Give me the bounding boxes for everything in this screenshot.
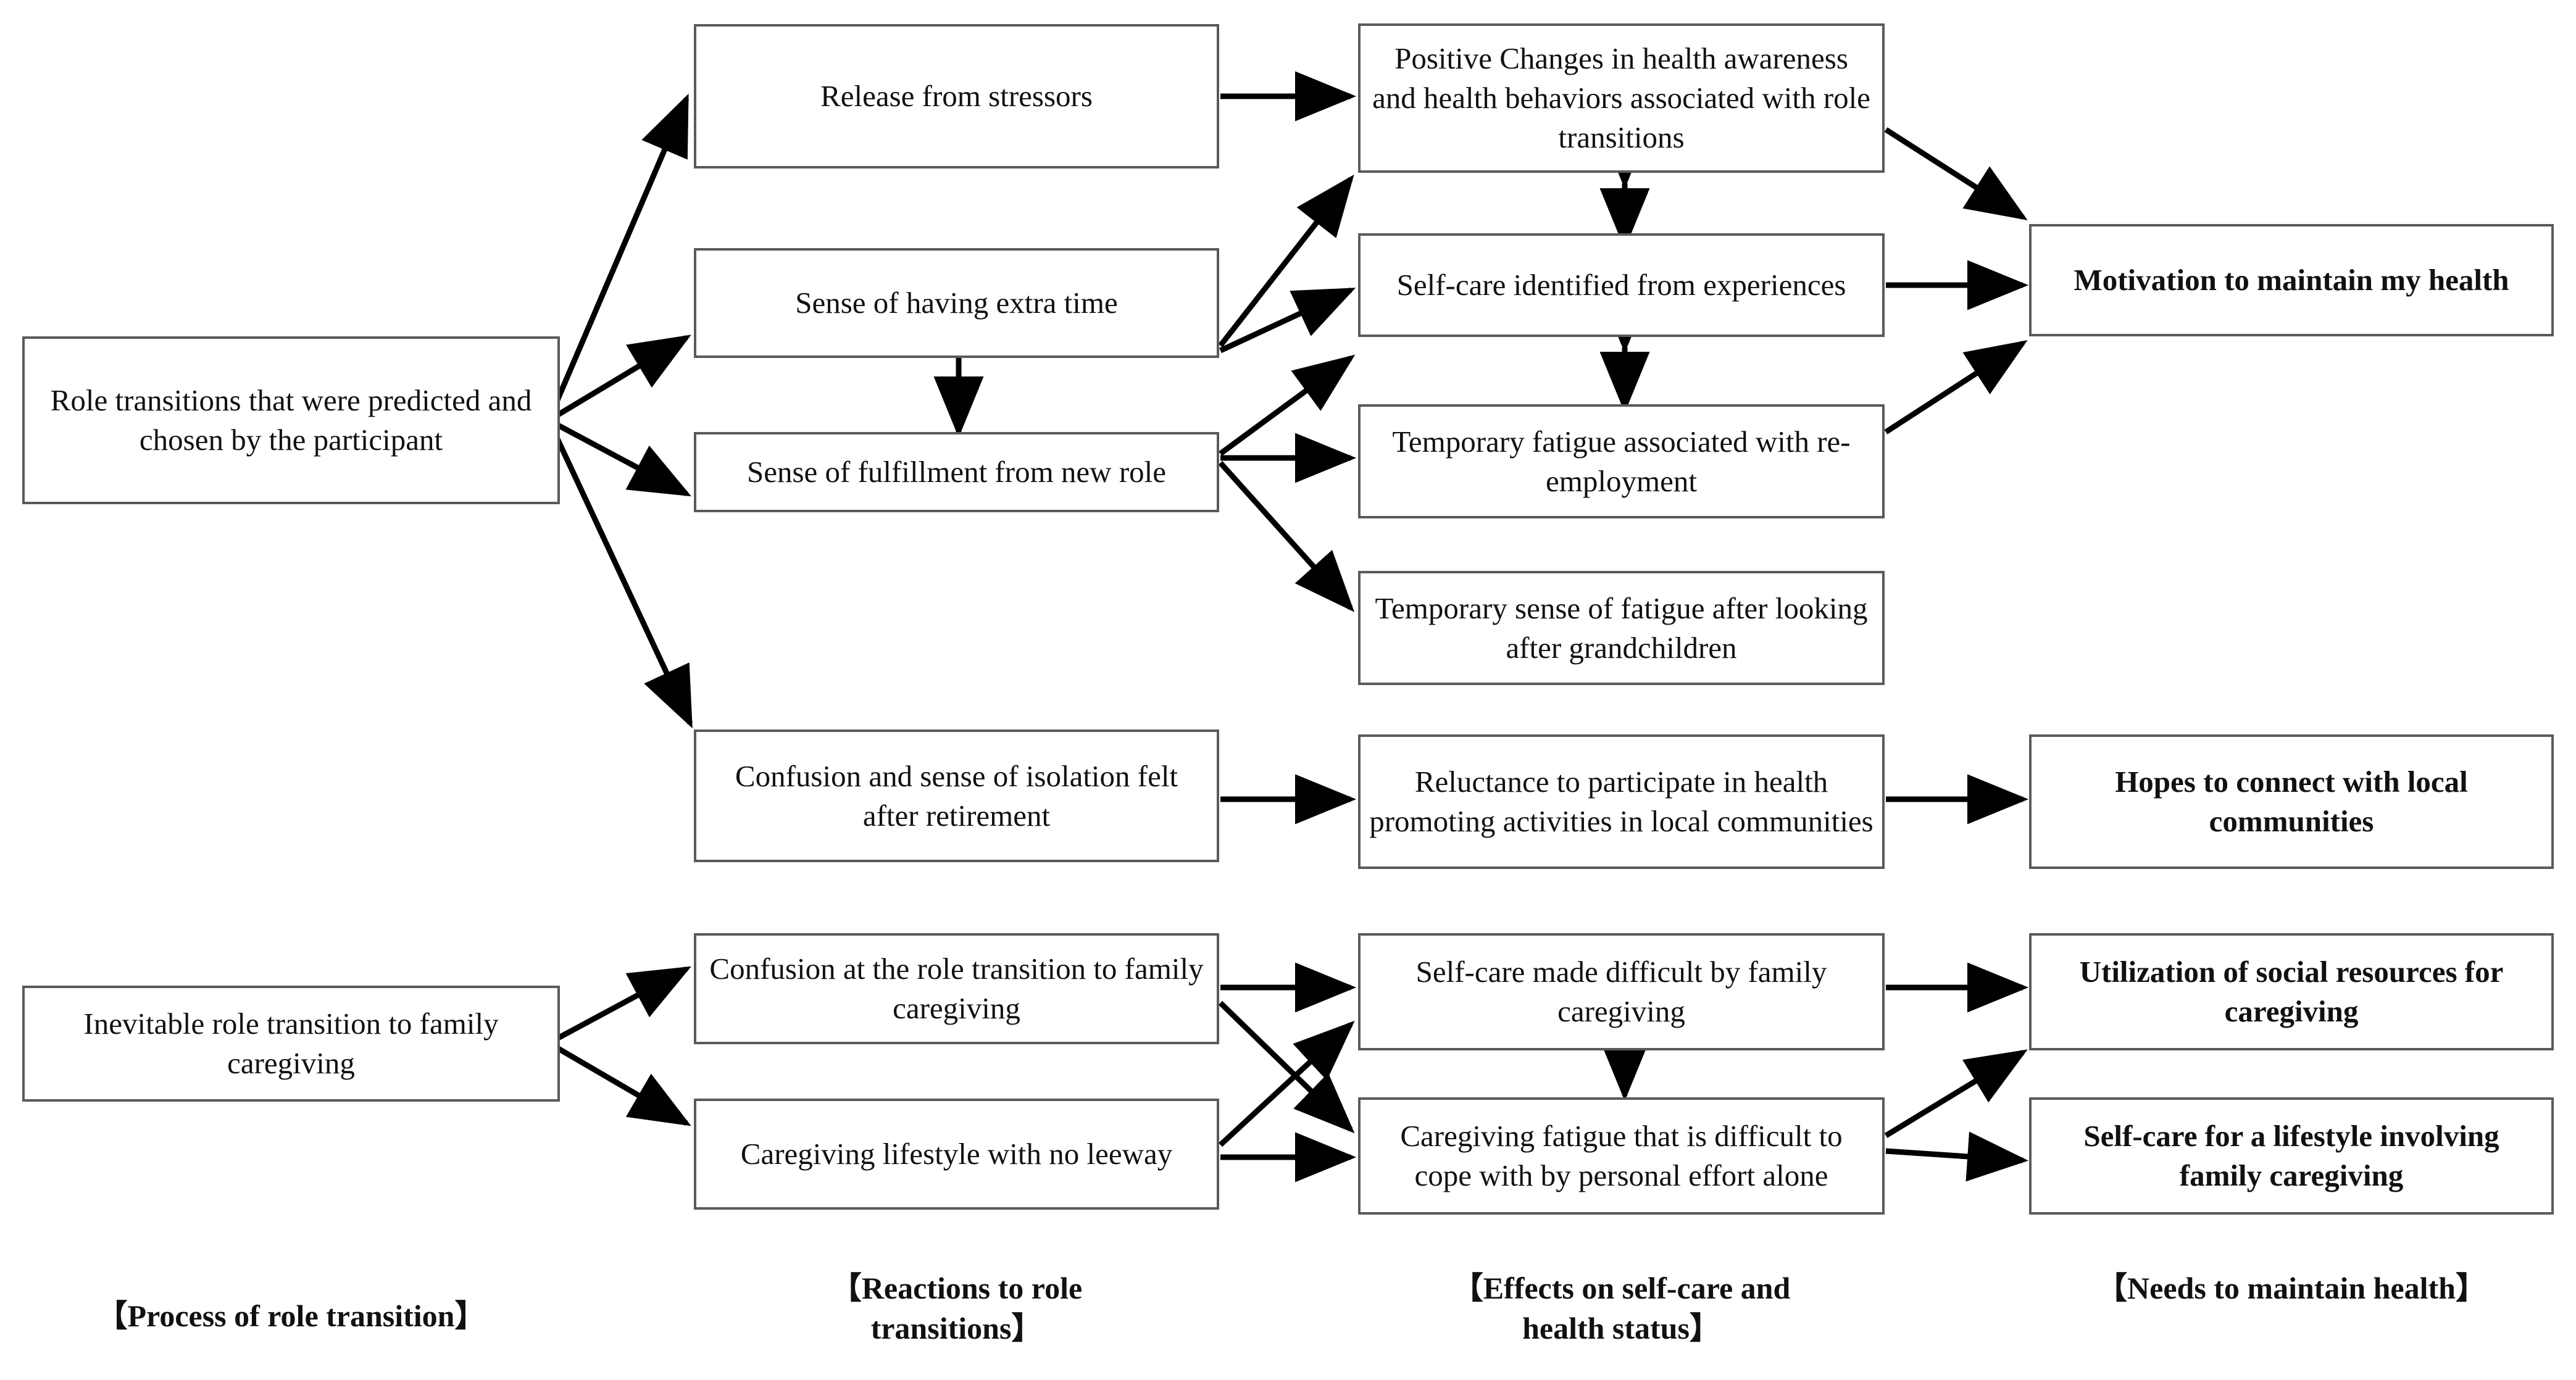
node-confusion-isolation-retirement[interactable]: Confusion and sense of isolation felt af… (694, 729, 1219, 862)
node-label: Motivation to maintain my health (2074, 263, 2509, 297)
edge-role-to-extratime (547, 335, 691, 423)
edge-inevitable-to-lifestyle (547, 1041, 691, 1126)
node-label: Self-care made difficult by family careg… (1415, 955, 1827, 1028)
node-label: Confusion at the role transition to fami… (709, 952, 1204, 1025)
edge-role-to-release (546, 93, 690, 422)
node-positive-changes[interactable]: Positive Changes in health awareness and… (1358, 23, 1885, 173)
node-self-care-experiences[interactable]: Self-care identified from experiences (1358, 233, 1885, 337)
node-temporary-fatigue-grandchildren[interactable]: Temporary sense of fatigue after looking… (1358, 571, 1885, 685)
caption-reactions-to-role-transitions: 【Reactions to role transitions】 (694, 1268, 1219, 1349)
node-reluctance-participate[interactable]: Reluctance to participate in health prom… (1358, 734, 1885, 869)
node-label: Temporary sense of fatigue after looking… (1375, 591, 1868, 665)
node-self-care-difficult-caregiving[interactable]: Self-care made difficult by family careg… (1358, 933, 1885, 1050)
node-label: Hopes to connect with local communities (2115, 765, 2468, 838)
node-label: Sense of fulfillment from new role (746, 455, 1166, 489)
edge-caregivingfatigue-to-selfcarelifestyle (1885, 1131, 2028, 1182)
node-label: Caregiving fatigue that is difficult to … (1400, 1119, 1843, 1192)
node-inevitable-role-transition[interactable]: Inevitable role transition to family car… (22, 986, 560, 1102)
edge-confusioncaregiving-to-caregivingfatigue (1218, 1000, 1355, 1134)
edge-fulfillment-to-selfcare (1219, 354, 1356, 456)
caption-text: 【Process of role transition】 (96, 1299, 486, 1333)
caption-text-line1: 【Reactions to role (830, 1271, 1083, 1305)
node-label: Positive Changes in health awareness and… (1372, 41, 1870, 154)
edge-tempfatigue-to-motivation (1884, 340, 2028, 434)
caption-needs-to-maintain-health: 【Needs to maintain health】 (2029, 1268, 2554, 1308)
caption-effects-on-self-care: 【Effects on self-care and health status】 (1358, 1268, 1885, 1349)
caption-text-line2: health status】 (1522, 1311, 1720, 1345)
node-temporary-fatigue-reemployment[interactable]: Temporary fatigue associated with re-emp… (1358, 404, 1885, 518)
node-sense-fulfillment[interactable]: Sense of fulfillment from new role (694, 432, 1219, 512)
edge-extratime-to-selfcare (1219, 287, 1356, 354)
edge-role-to-confusion-isolation (546, 419, 693, 729)
node-label: Caregiving lifestyle with no leeway (740, 1137, 1173, 1171)
edge-positive-to-motivation (1884, 127, 2028, 220)
node-self-care-lifestyle-caregiving[interactable]: Self-care for a lifestyle involving fami… (2029, 1097, 2554, 1215)
node-label: Reluctance to participate in health prom… (1369, 765, 1874, 838)
edge-fulfillment-to-grandchildren (1218, 460, 1355, 612)
edge-extratime-to-positive (1218, 174, 1354, 347)
node-hopes-connect-communities[interactable]: Hopes to connect with local communities (2029, 734, 2554, 869)
node-caregiving-fatigue-difficult[interactable]: Caregiving fatigue that is difficult to … (1358, 1097, 1885, 1215)
node-label: Temporary fatigue associated with re-emp… (1392, 424, 1851, 498)
node-label: Self-care identified from experiences (1396, 268, 1846, 302)
node-label: Utilization of social resources for care… (2079, 955, 2504, 1028)
node-label: Inevitable role transition to family car… (83, 1007, 499, 1080)
node-label: Self-care for a lifestyle involving fami… (2083, 1119, 2499, 1192)
caption-process-of-role-transition: 【Process of role transition】 (22, 1296, 560, 1336)
node-label: Role transitions that were predicted and… (50, 383, 532, 457)
node-release-from-stressors[interactable]: Release from stressors (694, 24, 1219, 168)
caption-text-line2: transitions】 (870, 1311, 1043, 1345)
node-caregiving-lifestyle-no-leeway[interactable]: Caregiving lifestyle with no leeway (694, 1099, 1219, 1210)
node-confusion-role-transition-caregiving[interactable]: Confusion at the role transition to fami… (694, 933, 1219, 1044)
edge-caregivingfatigue-to-utilization (1884, 1049, 2028, 1138)
edge-role-to-fulfillment (547, 418, 691, 497)
node-motivation-maintain-health[interactable]: Motivation to maintain my health (2029, 224, 2554, 336)
node-sense-extra-time[interactable]: Sense of having extra time (694, 248, 1219, 358)
caption-text: 【Needs to maintain health】 (2096, 1271, 2486, 1305)
caption-text-line1: 【Effects on self-care and (1452, 1271, 1791, 1305)
node-label: Sense of having extra time (795, 286, 1118, 320)
node-label: Confusion and sense of isolation felt af… (735, 759, 1178, 833)
edge-lifestyle-to-selfcaredifficult (1218, 1020, 1355, 1147)
node-utilization-social-resources[interactable]: Utilization of social resources for care… (2029, 933, 2554, 1050)
node-label: Release from stressors (820, 79, 1093, 114)
node-role-transitions-predicted[interactable]: Role transitions that were predicted and… (22, 336, 560, 504)
edge-inevitable-to-confusion-caregiving (547, 966, 691, 1045)
